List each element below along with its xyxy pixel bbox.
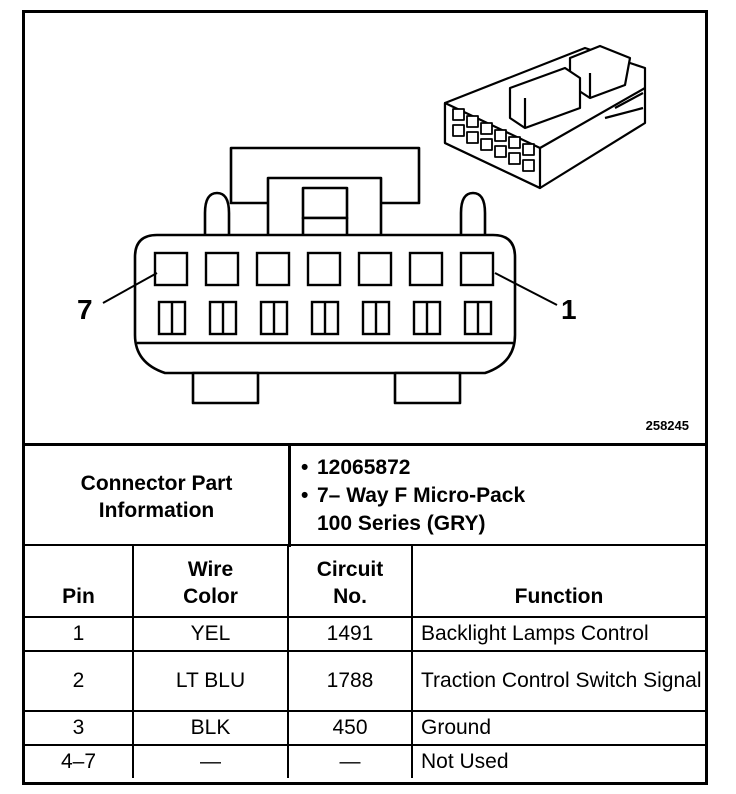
callout-label-1: 1 (561, 294, 577, 325)
header-circuit-no: Circuit No. (287, 544, 413, 618)
table-row: 3 BLK 450 Ground (25, 710, 705, 746)
circuit-cell: 1491 (287, 616, 413, 652)
table-row: 4–7 — — Not Used (25, 744, 705, 778)
table-row: 2 LT BLU 1788 Traction Control Switch Si… (25, 650, 705, 712)
figure-id: 258245 (645, 418, 689, 433)
connector-part-info: Connector Part Information 12065872 7– W… (25, 443, 705, 547)
table-row: 1 YEL 1491 Backlight Lamps Control (25, 616, 705, 652)
pin-cell: 3 (25, 710, 134, 746)
function-cell: Ground (411, 710, 705, 746)
pin-cavities-top-row (153, 251, 495, 287)
wire-color-cell: BLK (132, 710, 289, 746)
pin-cell: 1 (25, 616, 134, 652)
wire-color-cell: — (132, 744, 289, 778)
pin-cavities-bottom-row (157, 300, 493, 336)
pin-cell: 4–7 (25, 744, 134, 778)
function-cell: Traction Control Switch Signal (411, 650, 705, 712)
connector-isometric-view (443, 44, 647, 190)
callout-leader-7 (102, 272, 158, 304)
circuit-cell: 1788 (287, 650, 413, 712)
header-function: Function (411, 544, 705, 618)
connector-type-item: 7– Way F Micro-Pack 100 Series (GRY) (291, 482, 701, 538)
circuit-cell: — (287, 744, 413, 778)
pin-cell: 2 (25, 650, 134, 712)
connector-info-list: 12065872 7– Way F Micro-Pack 100 Series … (291, 454, 701, 538)
part-number-item: 12065872 (291, 454, 701, 482)
function-cell: Not Used (411, 744, 705, 778)
connector-diagram-frame: 7 1 258245 Connector Part Information 12… (22, 10, 708, 785)
connector-info-label: Connector Part Information (25, 446, 291, 547)
connector-drawing: 7 1 (25, 13, 705, 443)
function-cell: Backlight Lamps Control (411, 616, 705, 652)
callout-leader-1 (494, 272, 558, 306)
header-pin: Pin (25, 544, 134, 618)
pin-function-table: Pin Wire Color Circuit No. Function 1 YE… (25, 544, 705, 778)
callout-label-7: 7 (77, 294, 93, 325)
circuit-cell: 450 (287, 710, 413, 746)
wire-color-cell: LT BLU (132, 650, 289, 712)
header-wire-color: Wire Color (132, 544, 289, 618)
wire-color-cell: YEL (132, 616, 289, 652)
